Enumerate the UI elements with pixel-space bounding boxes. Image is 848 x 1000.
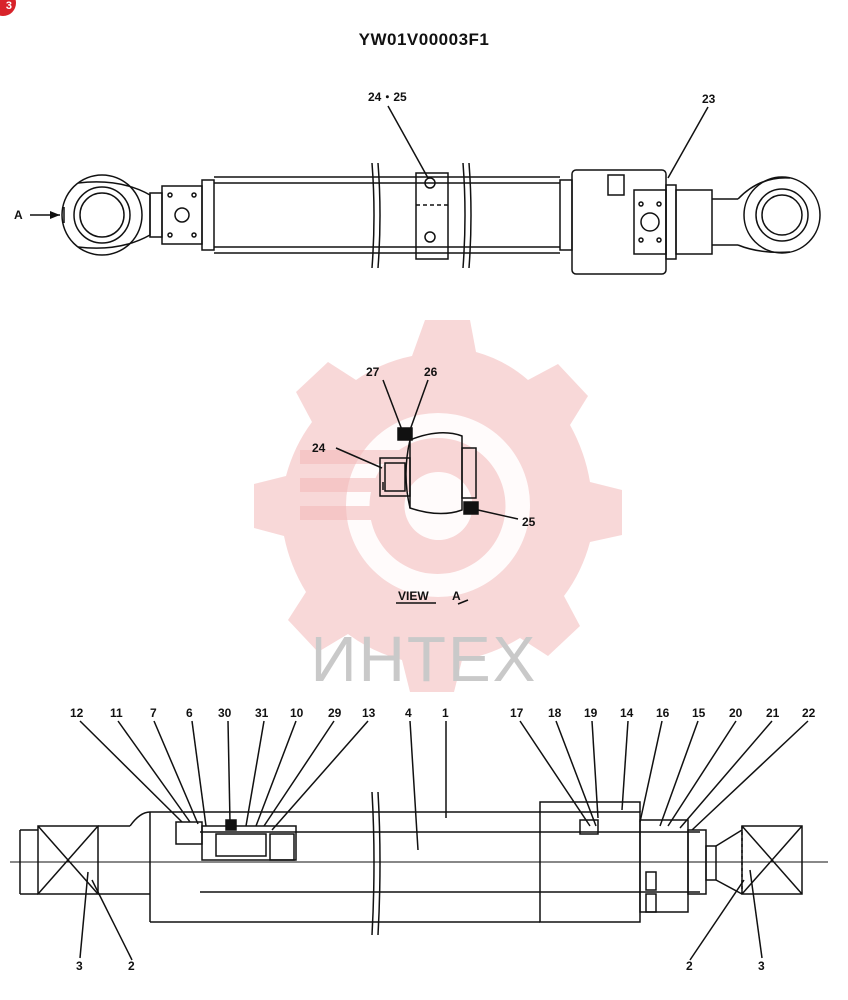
cylinder-top-view [30,162,821,275]
watermark-text: ИНТЕХ [310,623,538,695]
section-label-3-right: 3 [758,959,765,973]
view-label-24: 24 [312,441,326,455]
view-caption-letter: A [452,589,461,603]
section-label-15: 15 [692,706,706,720]
section-label-1: 1 [442,706,449,720]
section-label-13: 13 [362,706,376,720]
section-label-22: 22 [802,706,816,720]
cylinder-section-view [10,791,828,936]
section-label-20: 20 [729,706,743,720]
section-label-19: 19 [584,706,598,720]
section-label-18: 18 [548,706,562,720]
section-label-11: 11 [110,706,123,720]
section-label-12: 12 [70,706,84,720]
section-label-7: 7 [150,706,157,720]
section-label-4: 4 [405,706,412,720]
label-24-25: 24・25 [368,90,407,104]
arrow-a-label: A [14,208,23,222]
section-label-14: 14 [620,706,634,720]
corner-badge: 3 [0,0,16,16]
section-label-2-left: 2 [128,959,135,973]
view-label-25: 25 [522,515,536,529]
section-label-3-left: 3 [76,959,83,973]
view-a-detail [379,427,479,515]
label-23: 23 [702,92,716,106]
diagram-title: YW01V00003F1 [358,30,490,49]
section-label-6: 6 [186,706,193,720]
section-label-30: 30 [218,706,232,720]
section-label-17: 17 [510,706,524,720]
section-label-29: 29 [328,706,342,720]
section-label-21: 21 [766,706,780,720]
section-label-10: 10 [290,706,304,720]
view-caption: VIEW [398,589,429,603]
view-label-26: 26 [424,365,438,379]
section-label-16: 16 [656,706,670,720]
section-label-2-right: 2 [686,959,693,973]
section-label-31: 31 [255,706,269,720]
view-label-27: 27 [366,365,380,379]
